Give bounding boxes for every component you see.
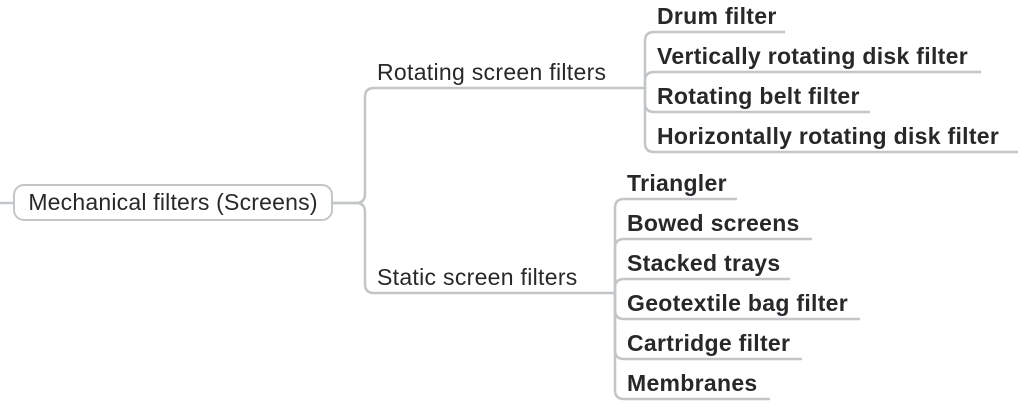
root-node-box [13, 184, 333, 221]
connector-vertically-rotating-disk-filter [643, 70, 981, 88]
branch-label-static-screen-filters: Static screen filters [377, 264, 578, 290]
leaf-label-cartridge-filter: Cartridge filter [627, 330, 791, 356]
leaf-label-drum-filter: Drum filter [657, 3, 777, 29]
leaf-label-vertically-rotating-disk-filter: Vertically rotating disk filter [657, 43, 968, 69]
connector-horizontally-rotating-disk-filter [643, 88, 1018, 154]
connector-bowed-screens [613, 237, 812, 293]
leaf-label-rotating-belt-filter: Rotating belt filter [657, 83, 860, 109]
connector-stacked-trays [613, 277, 790, 293]
connector-root-to-static [333, 201, 615, 295]
leaf-label-triangler: Triangler [627, 170, 727, 196]
root-node-label: Mechanical filters (Screens) [28, 189, 318, 215]
leaf-label-stacked-trays: Stacked trays [627, 250, 781, 276]
branch-label-rotating-screen-filters: Rotating screen filters [377, 59, 607, 85]
connector-membranes [613, 293, 770, 401]
leaf-label-horizontally-rotating-disk-filter: Horizontally rotating disk filter [657, 123, 1000, 149]
connector-root-to-rotating [333, 86, 645, 205]
leaf-label-bowed-screens: Bowed screens [627, 210, 800, 236]
connector-triangler [613, 197, 737, 293]
connector-drum-filter [643, 30, 785, 88]
leaf-label-geotextile-bag-filter: Geotextile bag filter [627, 290, 849, 316]
leaf-label-membranes: Membranes [627, 370, 758, 396]
